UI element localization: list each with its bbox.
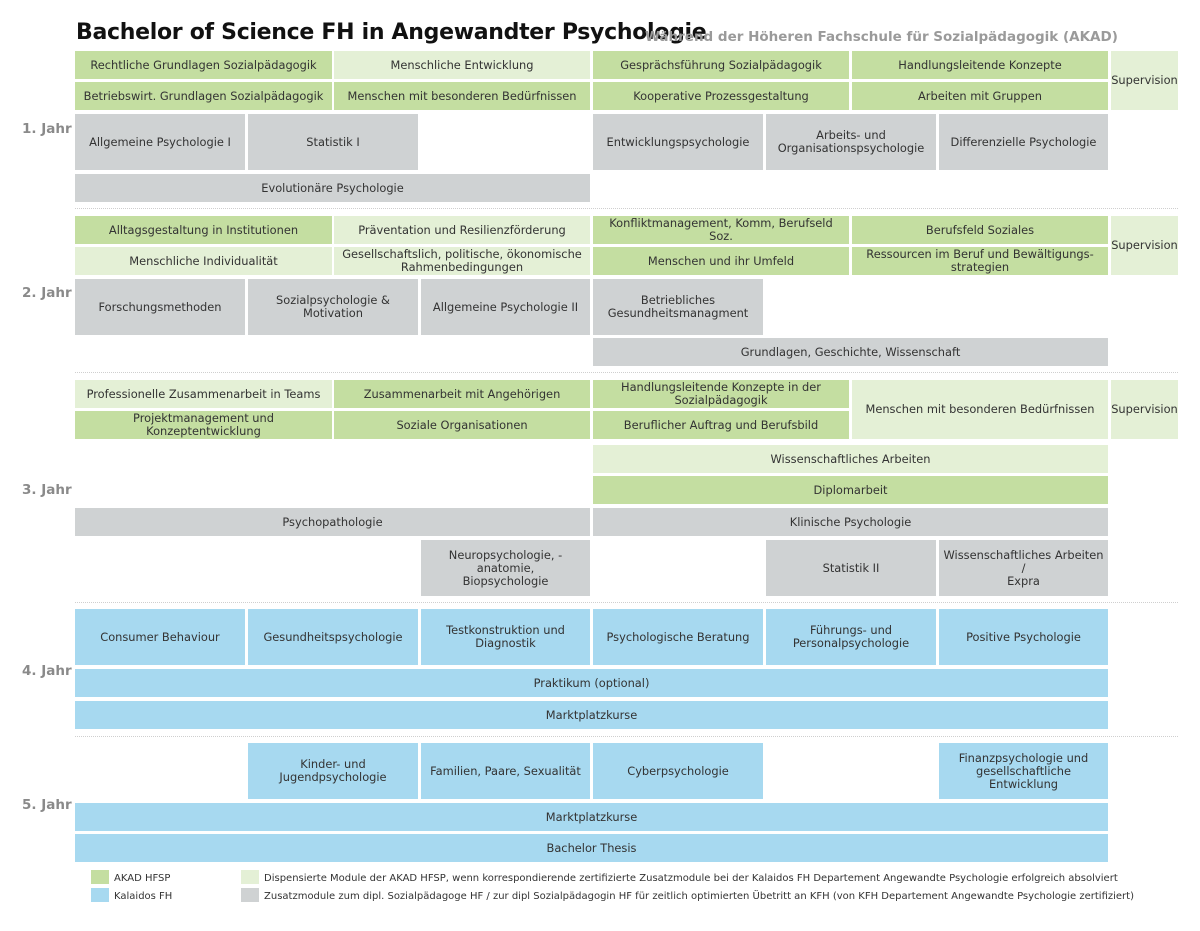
module-supervision-3: Supervision (1111, 380, 1178, 439)
module-ressourcen-im-beruf: Ressourcen im Beruf und Bewältigungs-str… (852, 247, 1108, 275)
module-zusammenarbeit-angehoerige: Zusammenarbeit mit Angehörigen (334, 380, 590, 408)
year-separator (75, 736, 1178, 737)
module-praevention: Präventation und Resilienzförderung (334, 216, 590, 244)
year-label-4: 4. Jahr (22, 663, 72, 679)
legend-swatch-dispensiert (241, 870, 259, 884)
legend-label-dispensiert: Dispensierte Module der AKAD HFSP, wenn … (264, 873, 1118, 884)
module-psychologische-beratung: Psychologische Beratung (593, 609, 763, 665)
module-bachelor-thesis: Bachelor Thesis (75, 834, 1108, 862)
legend-swatch-kalaidos (91, 888, 109, 902)
year-separator (75, 372, 1178, 373)
module-besondere-beduerfnisse-3: Menschen mit besonderen Bedürfnissen (852, 380, 1108, 439)
legend-label-zusatz: Zusatzmodule zum dipl. Sozialpädagoge HF… (264, 891, 1134, 902)
legend-swatch-akad (91, 870, 109, 884)
year-label-1: 1. Jahr (22, 121, 72, 137)
module-supervision-1: Supervision (1111, 51, 1178, 110)
module-entwicklungspsychologie: Entwicklungspsychologie (593, 114, 763, 170)
module-wissenschaftliches-arbeiten-expra: Wissenschaftliches Arbeiten /Expra (939, 540, 1108, 596)
module-rechtliche-grundlagen: Rechtliche Grundlagen Sozialpädagogik (75, 51, 332, 79)
module-konfliktmanagement: Konfliktmanagement, Komm, Berufseld Soz. (593, 216, 849, 244)
module-besondere-beduerfnisse-1: Menschen mit besonderen Bedürfnissen (334, 82, 590, 110)
year-separator (75, 208, 1178, 209)
module-allgemeine-psychologie-1: Allgemeine Psychologie I (75, 114, 245, 170)
module-soziale-organisationen: Soziale Organisationen (334, 411, 590, 439)
module-projektmanagement: Projektmanagement und Konzeptentwicklung (75, 411, 332, 439)
module-statistik-1: Statistik I (248, 114, 418, 170)
module-grundlagen-geschichte-wissenschaft: Grundlagen, Geschichte, Wissenschaft (593, 338, 1108, 366)
year-label-2: 2. Jahr (22, 285, 72, 301)
module-handlungsleitende-konzepte: Handlungsleitende Konzepte (852, 51, 1108, 79)
module-menschliche-individualitaet: Menschliche Individualität (75, 247, 332, 275)
module-sozialpsychologie-motivation: Sozialpsychologie & Motivation (248, 279, 418, 335)
module-supervision-2: Supervision (1111, 216, 1178, 275)
module-positive-psychologie: Positive Psychologie (939, 609, 1108, 665)
module-neuropsychologie: Neuropsychologie, -anatomie,Biopsycholog… (421, 540, 590, 596)
module-statistik-2: Statistik II (766, 540, 936, 596)
module-marktplatzkurse-5: Marktplatzkurse (75, 803, 1108, 831)
module-betriebswirt-grundlagen: Betriebswirt. Grundlagen Sozialpädagogik (75, 82, 332, 110)
module-marktplatzkurse-4: Marktplatzkurse (75, 701, 1108, 729)
module-cyberpsychologie: Cyberpsychologie (593, 743, 763, 799)
legend-swatch-zusatz (241, 888, 259, 902)
module-forschungsmethoden: Forschungsmethoden (75, 279, 245, 335)
module-berufsfeld-soziales: Berufsfeld Soziales (852, 216, 1108, 244)
module-alltagsgestaltung: Alltagsgestaltung in Institutionen (75, 216, 332, 244)
module-allgemeine-psychologie-2: Allgemeine Psychologie II (421, 279, 590, 335)
module-professionelle-zusammenarbeit: Professionelle Zusammenarbeit in Teams (75, 380, 332, 408)
module-gesellschaftliche-rahmenbedingungen: Gesellschaftslich, politische, ökonomisc… (334, 247, 590, 275)
year-label-5: 5. Jahr (22, 797, 72, 813)
page-subtitle: Während der Höheren Fachschule für Sozia… (645, 29, 1118, 45)
module-consumer-behaviour: Consumer Behaviour (75, 609, 245, 665)
legend-label-akad: AKAD HFSP (114, 873, 171, 884)
module-diplomarbeit: Diplomarbeit (593, 476, 1108, 504)
module-gespraechsfuehrung: Gesprächsführung Sozialpädagogik (593, 51, 849, 79)
module-familien-paare-sexualitaet: Familien, Paare, Sexualität (421, 743, 590, 799)
module-psychopathologie: Psychopathologie (75, 508, 590, 536)
module-wissenschaftliches-arbeiten: Wissenschaftliches Arbeiten (593, 445, 1108, 473)
module-beruflicher-auftrag: Beruflicher Auftrag und Berufsbild (593, 411, 849, 439)
year-label-3: 3. Jahr (22, 482, 72, 498)
module-menschen-und-umfeld: Menschen und ihr Umfeld (593, 247, 849, 275)
module-gesundheitspsychologie: Gesundheitspsychologie (248, 609, 418, 665)
module-praktikum: Praktikum (optional) (75, 669, 1108, 697)
module-differenzielle-psychologie: Differenzielle Psychologie (939, 114, 1108, 170)
module-kooperative-prozessgestaltung: Kooperative Prozessgestaltung (593, 82, 849, 110)
module-arbeiten-mit-gruppen: Arbeiten mit Gruppen (852, 82, 1108, 110)
year-separator (75, 602, 1178, 603)
module-evolutionaere-psychologie: Evolutionäre Psychologie (75, 174, 590, 202)
module-klinische-psychologie: Klinische Psychologie (593, 508, 1108, 536)
legend-label-kalaidos: Kalaidos FH (114, 891, 173, 902)
module-menschliche-entwicklung: Menschliche Entwicklung (334, 51, 590, 79)
page-title: Bachelor of Science FH in Angewandter Ps… (76, 20, 707, 45)
